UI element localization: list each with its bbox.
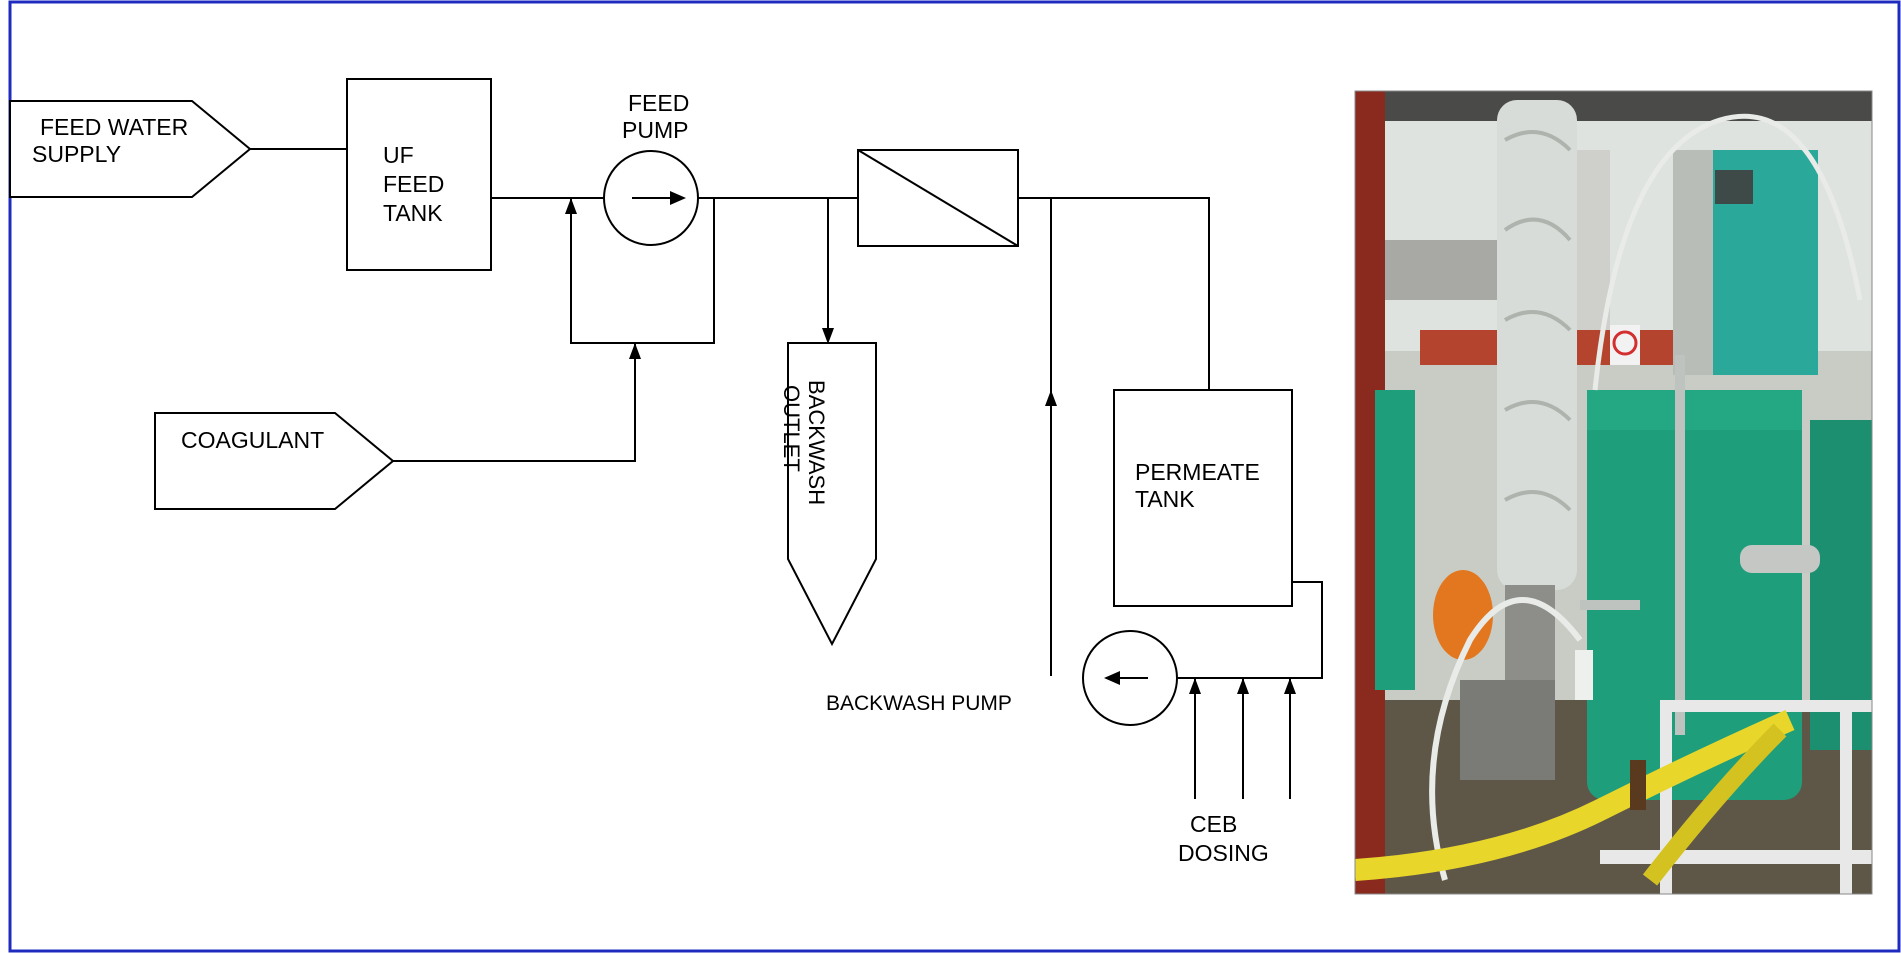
- backwash-pump-label: BACKWASH PUMP: [826, 692, 1012, 715]
- backwash-outlet-label-line1: BACKWASH: [804, 380, 829, 505]
- feed-water-supply-label-line1: FEED WATER: [40, 114, 188, 140]
- uf-membrane-module: [858, 150, 1018, 246]
- permeate-tank-label-line2: TANK: [1135, 486, 1195, 512]
- permeate-tank: PERMEATE TANK: [1114, 390, 1292, 606]
- uf-feed-tank-label-line2: FEED: [383, 171, 444, 197]
- backwash-outlet-label-line2: OUTLET: [779, 385, 804, 472]
- feed-water-supply-label-line2: SUPPLY: [32, 141, 121, 167]
- uf-feed-tank: UF FEED TANK: [347, 79, 491, 270]
- pilot-plant-photo: [1355, 91, 1872, 894]
- ceb-dosing-label-line1: CEB: [1190, 811, 1237, 837]
- ceb-dosing-label-line2: DOSING: [1178, 840, 1269, 866]
- uf-feed-tank-label-line3: TANK: [383, 200, 443, 226]
- feed-pump-label-line2: PUMP: [622, 117, 688, 143]
- uf-feed-tank-label-line1: UF: [383, 142, 414, 168]
- permeate-tank-label-line1: PERMEATE: [1135, 459, 1260, 485]
- feed-pump-label-line1: FEED: [628, 90, 689, 116]
- coagulant-label: COAGULANT: [181, 427, 324, 453]
